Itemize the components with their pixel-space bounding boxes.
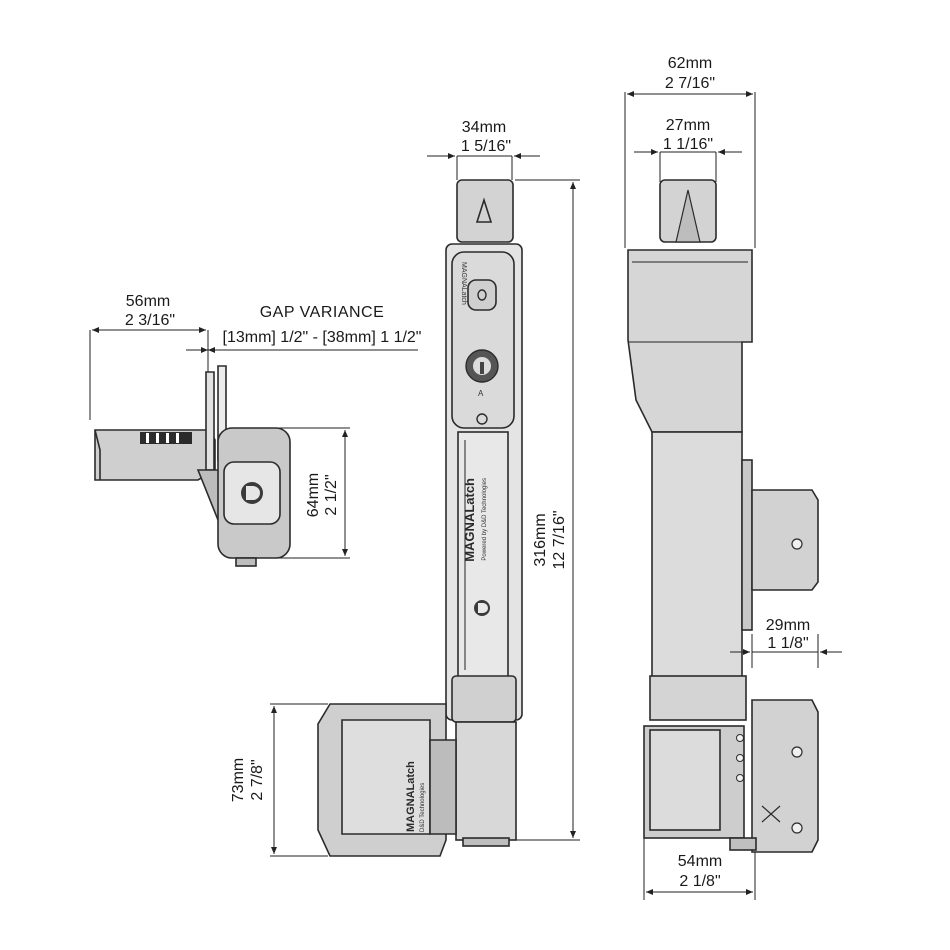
magnet-brand: MAGNALatch — [405, 761, 417, 832]
front-height-in: 12 7/16" — [551, 510, 568, 569]
magnet-height-in: 2 7/8" — [249, 759, 266, 800]
front-brand-large: MAGNALatch — [462, 478, 477, 562]
side-outer-width-in: 2 7/16" — [665, 75, 715, 92]
side-view: 62mm 2 7/16" 27mm 1 1/16" — [624, 55, 842, 900]
svg-text:MAGNALatch: MAGNALatch — [405, 761, 417, 832]
arrow-up-icon — [475, 197, 493, 223]
magnet-height-mm: 73mm — [230, 758, 247, 802]
front-width-mm: 34mm — [462, 119, 506, 136]
front-height-mm: 316mm — [532, 513, 549, 566]
front-brand-small: MAGNALatch — [460, 262, 467, 305]
svg-text:A: A — [478, 389, 484, 398]
gap-variance-range: [13mm] 1/2" - [38mm] 1 1/2" — [223, 329, 422, 346]
keyhole-icon — [465, 349, 499, 383]
side-base-width-in: 2 1/8" — [679, 873, 720, 890]
front-brand-sub: Powered by D&D Technologies — [482, 478, 488, 561]
top-view: 56mm 2 3/16" GAP VARIANCE [13mm] 1/2" - … — [89, 293, 422, 567]
front-width-in: 1 5/16" — [461, 138, 511, 155]
top-height-in: 2 1/2" — [323, 474, 340, 515]
top-width-mm: 56mm — [126, 293, 170, 310]
gap-variance-title: GAP VARIANCE — [260, 304, 385, 321]
side-offset-mm: 29mm — [766, 617, 810, 634]
side-base-width-mm: 54mm — [678, 853, 722, 870]
top-height-mm: 64mm — [305, 473, 322, 517]
side-inner-width-in: 1 1/16" — [663, 136, 713, 153]
svg-text:MAGNALatch: MAGNALatch — [462, 478, 477, 562]
top-width-in: 2 3/16" — [125, 312, 175, 329]
side-outer-width-mm: 62mm — [668, 55, 712, 72]
magnet-sub: D&D Technologies — [420, 783, 426, 832]
side-inner-width-mm: 27mm — [666, 117, 710, 134]
d-logo-icon — [241, 482, 263, 504]
side-offset-in: 1 1/8" — [767, 635, 808, 652]
front-view: 34mm 1 5/16" 316mm 12 7/16" MAGNALatch — [230, 119, 580, 857]
d-logo-icon — [474, 600, 490, 616]
